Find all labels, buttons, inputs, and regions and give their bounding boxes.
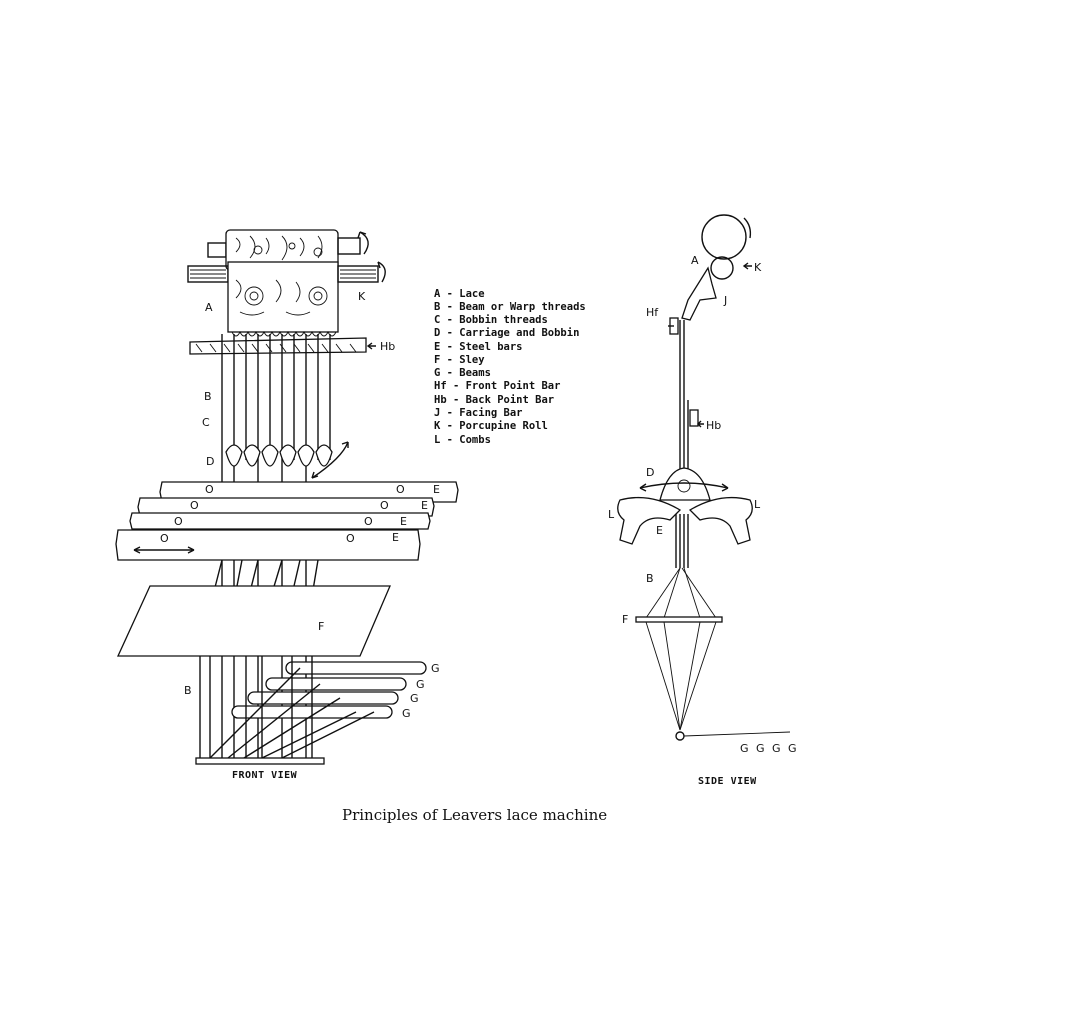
side-steel-bars: [676, 514, 688, 568]
side-label-B: B: [646, 572, 654, 585]
comb-left: [618, 498, 680, 544]
side-label-K: K: [754, 261, 762, 274]
label-B-top: B: [204, 390, 212, 403]
front-view-title: FRONT VIEW: [232, 770, 298, 781]
side-label-Hf: Hf: [646, 306, 659, 319]
label-A: A: [205, 301, 213, 314]
side-threads: [680, 320, 688, 480]
sley: [118, 586, 390, 656]
side-view: A K J Hf Hb D L L E B F G G G G SIDE VIE…: [608, 215, 797, 787]
side-label-J: J: [723, 294, 727, 307]
legend-item: Hf - Front Point Bar: [434, 380, 560, 392]
comb-right: [690, 498, 752, 544]
label-F: F: [318, 620, 324, 633]
label-E1: E: [433, 483, 440, 496]
legend-item: B - Beam or Warp threads: [434, 301, 586, 313]
side-back-point-bar: [690, 410, 698, 426]
bar-mark: O: [205, 483, 214, 496]
legend-item: J - Facing Bar: [434, 407, 523, 419]
front-view: A K Hb B C D E E E E O O O O O O O O F B…: [116, 230, 458, 781]
side-label-A: A: [691, 254, 699, 267]
beams: [232, 662, 426, 718]
legend-item: A - Lace: [434, 288, 485, 300]
legend-item: C - Bobbin threads: [434, 314, 548, 326]
side-sley: [636, 617, 722, 622]
side-label-G: G: [788, 742, 797, 755]
side-label-F: F: [622, 613, 628, 626]
legend-item: K - Porcupine Roll: [434, 420, 548, 432]
label-E3: E: [400, 515, 407, 528]
label-C: C: [202, 416, 210, 429]
side-label-E: E: [656, 524, 663, 537]
side-warp-fan: [646, 568, 716, 730]
label-Hb: Hb: [380, 340, 395, 353]
legend-item: L - Combs: [434, 434, 491, 446]
porcupine-roll: [188, 262, 385, 332]
label-D: D: [206, 455, 214, 468]
legend-item: E - Steel bars: [434, 341, 523, 353]
label-B-bottom: B: [184, 684, 192, 697]
label-K: K: [358, 290, 366, 303]
bar-mark: O: [190, 499, 199, 512]
legend-item: F - Sley: [434, 354, 485, 366]
lace-beam-circle: [702, 215, 746, 259]
bar-mark: O: [396, 483, 405, 496]
side-label-L-left: L: [608, 508, 615, 521]
label-E4: E: [392, 531, 399, 544]
bar-mark: O: [160, 532, 169, 545]
bottom-bar: [196, 758, 324, 764]
legend-item: D - Carriage and Bobbin: [434, 327, 579, 339]
label-G3: G: [410, 692, 419, 705]
facing-bar: [682, 268, 716, 320]
legend-item: G - Beams: [434, 367, 491, 379]
bar-mark: O: [346, 532, 355, 545]
side-label-G: G: [740, 742, 749, 755]
figure-caption: Principles of Leavers lace machine: [342, 806, 607, 824]
side-view-title: SIDE VIEW: [698, 776, 757, 787]
side-label-Hb: Hb: [706, 419, 721, 432]
side-label-D: D: [646, 466, 654, 479]
label-G4: G: [402, 707, 411, 720]
legend-item: Hb - Back Point Bar: [434, 394, 554, 406]
side-label-G: G: [772, 742, 781, 755]
label-E2: E: [421, 499, 428, 512]
label-G1: G: [431, 662, 440, 675]
bar-mark: O: [380, 499, 389, 512]
porcupine-roll-circle: [711, 257, 733, 279]
back-point-bar: [190, 338, 376, 354]
label-G2: G: [416, 678, 425, 691]
side-label-L-right: L: [754, 498, 761, 511]
legend: A - Lace B - Beam or Warp threads C - Bo…: [434, 288, 586, 446]
bar-mark: O: [174, 515, 183, 528]
side-label-G: G: [756, 742, 765, 755]
bar-mark: O: [364, 515, 373, 528]
